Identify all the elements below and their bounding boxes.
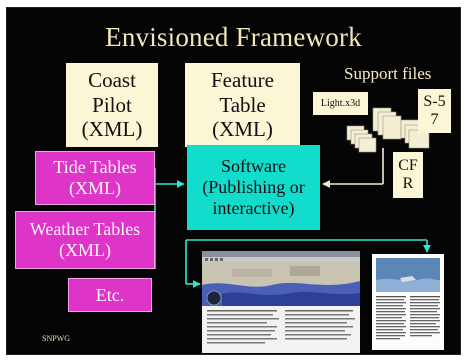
support-file-stacks	[346, 107, 430, 153]
app-screenshot-image	[202, 251, 360, 353]
software-line-2: (Publishing or	[202, 177, 305, 198]
s57-line-1: S-5	[423, 93, 446, 111]
tide-tables-box: Tide Tables (XML)	[35, 151, 155, 205]
tide-tables-line-2: (XML)	[69, 178, 121, 198]
published-document-page	[372, 254, 444, 350]
slide-title: Envisioned Framework	[105, 22, 362, 52]
cfr-file: CF R	[393, 152, 423, 198]
support-files-title: Support files	[344, 64, 432, 83]
weather-tables-line-1: Weather Tables	[29, 219, 141, 240]
light-x3d-file: Light.x3d	[313, 92, 368, 115]
cfr-line-2: R	[402, 175, 414, 192]
arrow-software-to-outputs	[185, 239, 431, 288]
weather-tables-box: Weather Tables (XML)	[15, 211, 155, 269]
footer-label: SNPWG	[42, 334, 71, 343]
arrow-tables-to-software	[154, 168, 185, 269]
light-x3d-stack	[372, 107, 402, 140]
coast-pilot-line-2: Pilot	[92, 92, 132, 117]
arrow-support-to-software	[322, 148, 384, 188]
s57-line-2: 7	[430, 111, 439, 128]
software-line-3: interactive)	[212, 197, 295, 218]
interactive-app-screenshot	[202, 251, 360, 353]
feature-table-line-1: Feature	[211, 68, 274, 93]
cfr-line-1: CF	[398, 156, 418, 174]
feature-table-line-2: Table	[219, 92, 266, 117]
document-page-image	[376, 258, 440, 340]
tide-tables-line-1: Tide Tables	[53, 157, 137, 178]
feature-table-line-3: (XML)	[212, 117, 273, 142]
weather-tables-line-2: (XML)	[59, 240, 111, 260]
etc-box: Etc.	[68, 278, 152, 312]
coast-pilot-line-3: (XML)	[81, 117, 143, 142]
feature-table-box: Feature Table (XML)	[185, 63, 300, 147]
s57-stack	[400, 119, 430, 149]
software-box: Software (Publishing or interactive)	[187, 145, 320, 230]
s57-file: S-5 7	[418, 89, 451, 133]
coast-pilot-box: Coast Pilot (XML)	[66, 63, 158, 147]
software-line-1: Software	[221, 156, 286, 177]
light-sub-stack	[346, 125, 377, 153]
light-x3d-label: Light.x3d	[320, 97, 361, 109]
connector-arrows	[154, 148, 431, 288]
coast-pilot-line-1: Coast	[88, 68, 136, 93]
etc-label: Etc.	[95, 284, 125, 305]
slide: Envisioned Framework C	[7, 8, 460, 354]
